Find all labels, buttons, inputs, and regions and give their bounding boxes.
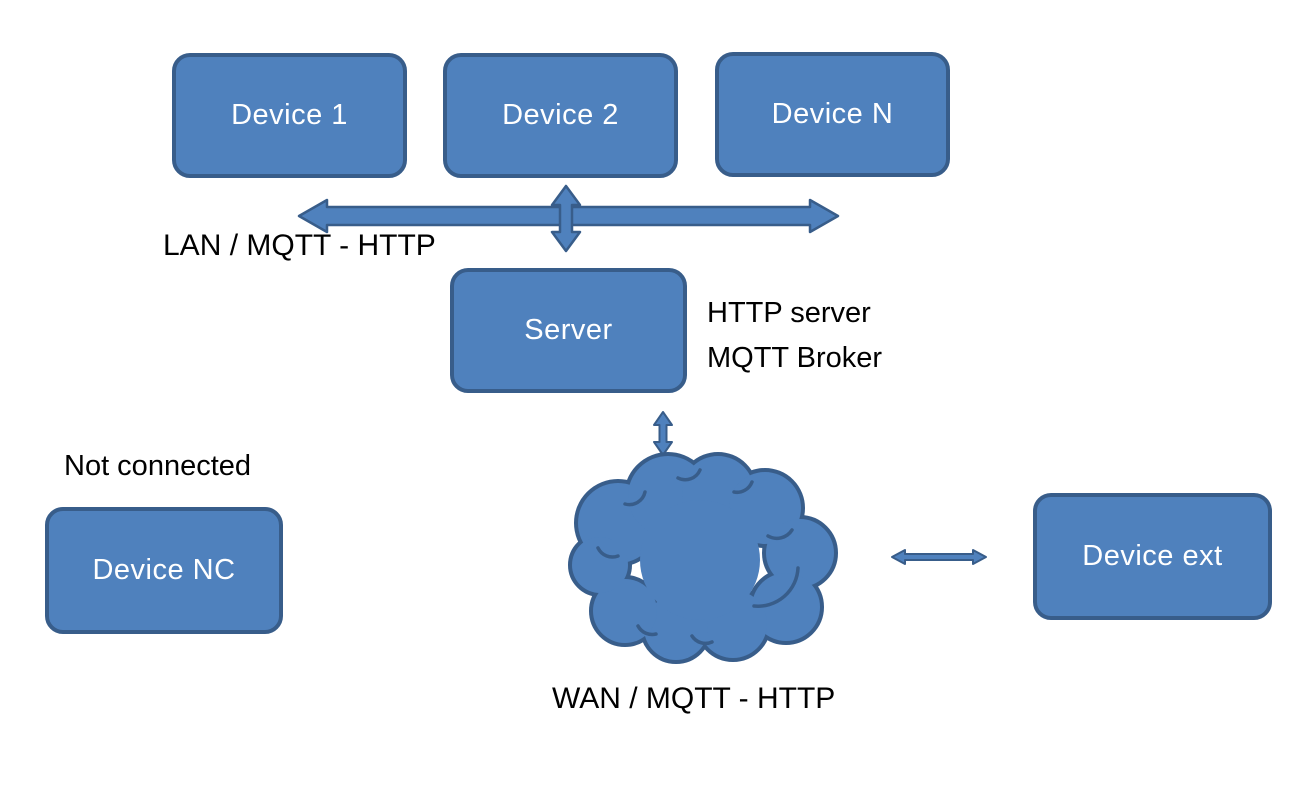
node-device-1: Device 1 — [172, 53, 407, 178]
server-wan-double-arrow-icon — [653, 411, 673, 456]
server-role-mqtt: MQTT Broker — [707, 342, 883, 374]
wan-ext-double-arrow-icon — [891, 549, 987, 565]
node-server-label: Server — [524, 314, 613, 346]
node-device-2: Device 2 — [443, 53, 678, 178]
wan-protocol-label: WAN / MQTT - HTTP — [552, 682, 836, 715]
node-device-2-label: Device 2 — [502, 99, 619, 131]
device2-bus-double-arrow-icon — [550, 184, 582, 253]
lan-protocol-label: LAN / MQTT - HTTP — [163, 229, 436, 262]
node-device-n-label: Device N — [771, 98, 894, 130]
node-server: Server — [450, 268, 687, 393]
node-device-nc: Device NC — [45, 507, 283, 634]
server-roles-label: HTTP server MQTT Broker — [707, 291, 882, 381]
node-device-1-label: Device 1 — [231, 99, 348, 131]
node-device-n: Device N — [715, 52, 950, 177]
node-device-ext: Device ext — [1033, 493, 1272, 620]
node-device-ext-label: Device ext — [1082, 540, 1223, 572]
not-connected-label: Not connected — [64, 450, 252, 482]
wan-cloud-icon — [568, 452, 838, 664]
node-device-nc-label: Device NC — [92, 554, 236, 586]
server-role-http: HTTP server — [707, 297, 871, 329]
